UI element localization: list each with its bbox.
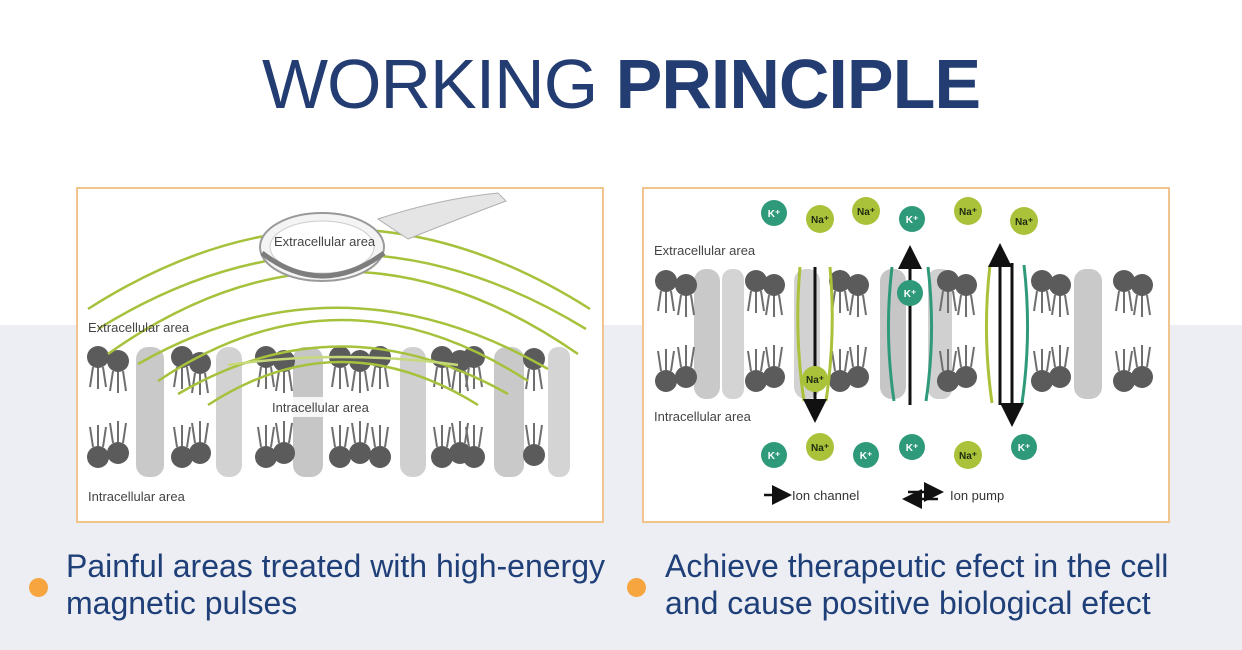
label-extracellular-area: Extracellular area — [88, 320, 190, 335]
label-intracellular-area: Intracellular area — [654, 409, 752, 424]
title-part-working: WORKING — [261, 45, 598, 123]
bullet-dot — [29, 578, 48, 597]
caption-line: and cause positive biological efect — [665, 585, 1151, 621]
ion-label: K⁺ — [768, 209, 781, 220]
ion-label: Na⁺ — [857, 207, 875, 218]
page-title: WORKING PRINCIPLE — [0, 44, 1242, 124]
label-intracellular-middle: Intracellular area — [272, 400, 370, 415]
label-device-area: Extracellular area — [274, 234, 376, 249]
legend-ion-pump: Ion pump — [950, 488, 1004, 503]
ion-label: Na⁺ — [806, 375, 824, 386]
caption-line: Achieve therapeutic efect in the cell — [665, 548, 1169, 584]
membrane-field-illustration: Extracellular area Extracellular area In… — [86, 192, 591, 504]
ion-transport-illustration: Na⁺ K⁺ K⁺ Na⁺ Na⁺ K⁺ Na⁺ Na⁺ K⁺ Na⁺ K⁺ — [654, 197, 1154, 509]
bullet-dot — [627, 578, 646, 597]
ions-extracellular: K⁺ Na⁺ Na⁺ K⁺ Na⁺ Na⁺ — [761, 197, 1038, 235]
membrane-proteins — [136, 347, 570, 477]
legend: Ion channel Ion pump — [764, 482, 1004, 509]
ion-label: Na⁺ — [811, 215, 829, 226]
ion-label: K⁺ — [860, 451, 873, 462]
potassium-ion — [897, 280, 923, 306]
ion-label: Na⁺ — [959, 207, 977, 218]
ion-label: K⁺ — [768, 451, 781, 462]
ion-label: Na⁺ — [811, 443, 829, 454]
title-part-principle: PRINCIPLE — [615, 45, 981, 123]
diagram-ion-transport: Na⁺ K⁺ K⁺ Na⁺ Na⁺ K⁺ Na⁺ Na⁺ K⁺ Na⁺ K⁺ — [642, 187, 1170, 523]
caption-line: magnetic pulses — [66, 585, 298, 621]
ion-label: Na⁺ — [959, 451, 977, 462]
ion-label: Na⁺ — [1015, 217, 1033, 228]
ion-label: K⁺ — [1018, 443, 1031, 454]
label-extracellular-area: Extracellular area — [654, 243, 756, 258]
caption-right: Achieve therapeutic efect in the cell an… — [665, 548, 1168, 622]
magnetic-coil-device — [259, 192, 507, 282]
ion-pump — [984, 243, 1030, 427]
caption-left: Painful areas treated with high-energy m… — [66, 548, 605, 622]
label-backdrop — [268, 397, 396, 417]
label-intracellular-bottom: Intracellular area — [88, 489, 186, 504]
ions-intracellular: K⁺ Na⁺ K⁺ K⁺ Na⁺ K⁺ — [761, 433, 1037, 469]
ion-label: K⁺ — [906, 215, 919, 226]
ion-label: K⁺ — [906, 443, 919, 454]
diagram-magnetic-field: Extracellular area Extracellular area In… — [76, 187, 604, 523]
sodium-ion — [802, 366, 828, 392]
legend-ion-channel: Ion channel — [792, 488, 859, 503]
caption-line: Painful areas treated with high-energy — [66, 548, 605, 584]
ion-label: K⁺ — [904, 289, 917, 300]
